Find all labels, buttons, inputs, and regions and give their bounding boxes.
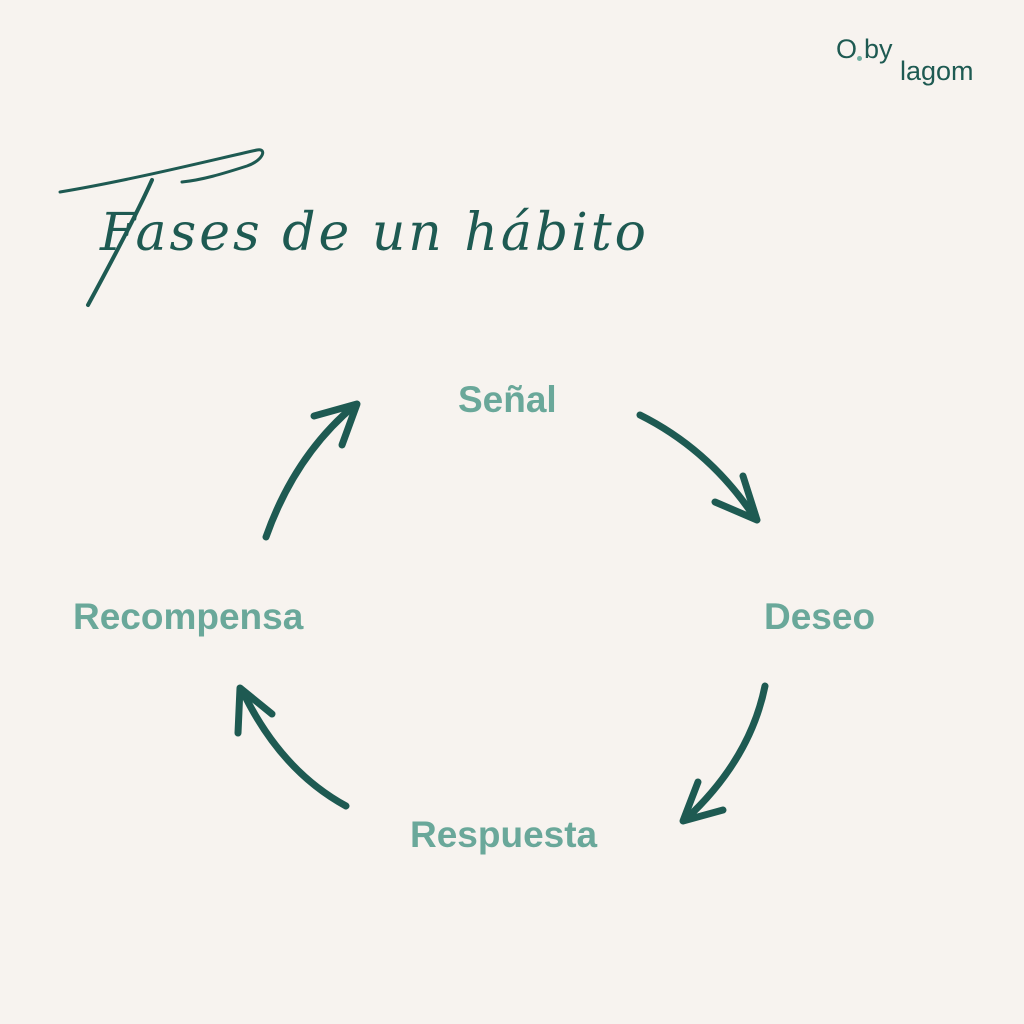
title-f-stem-icon	[86, 178, 154, 307]
logo-dot-icon	[857, 56, 862, 61]
page-title: Fases de un hábito	[58, 148, 649, 307]
arrow-recompensa-to-senal-icon	[262, 400, 361, 541]
brand-logo: O by lagom	[836, 34, 996, 94]
phase-label-senal: Señal	[458, 379, 557, 420]
logo-word-by: by	[864, 34, 893, 64]
title-flourish-icon	[58, 148, 265, 194]
title-text: Fases de un hábito	[99, 203, 649, 263]
arrow-respuesta-to-recompensa-icon	[234, 684, 350, 810]
phase-label-recompensa: Recompensa	[73, 596, 304, 637]
arrow-senal-to-deseo-icon	[636, 411, 761, 524]
logo-letter-o: O	[836, 34, 858, 64]
phase-label-respuesta: Respuesta	[410, 814, 598, 855]
phase-label-deseo: Deseo	[764, 596, 876, 637]
arrow-deseo-to-respuesta-icon	[679, 682, 769, 825]
logo-word-lagom: lagom	[900, 56, 974, 86]
